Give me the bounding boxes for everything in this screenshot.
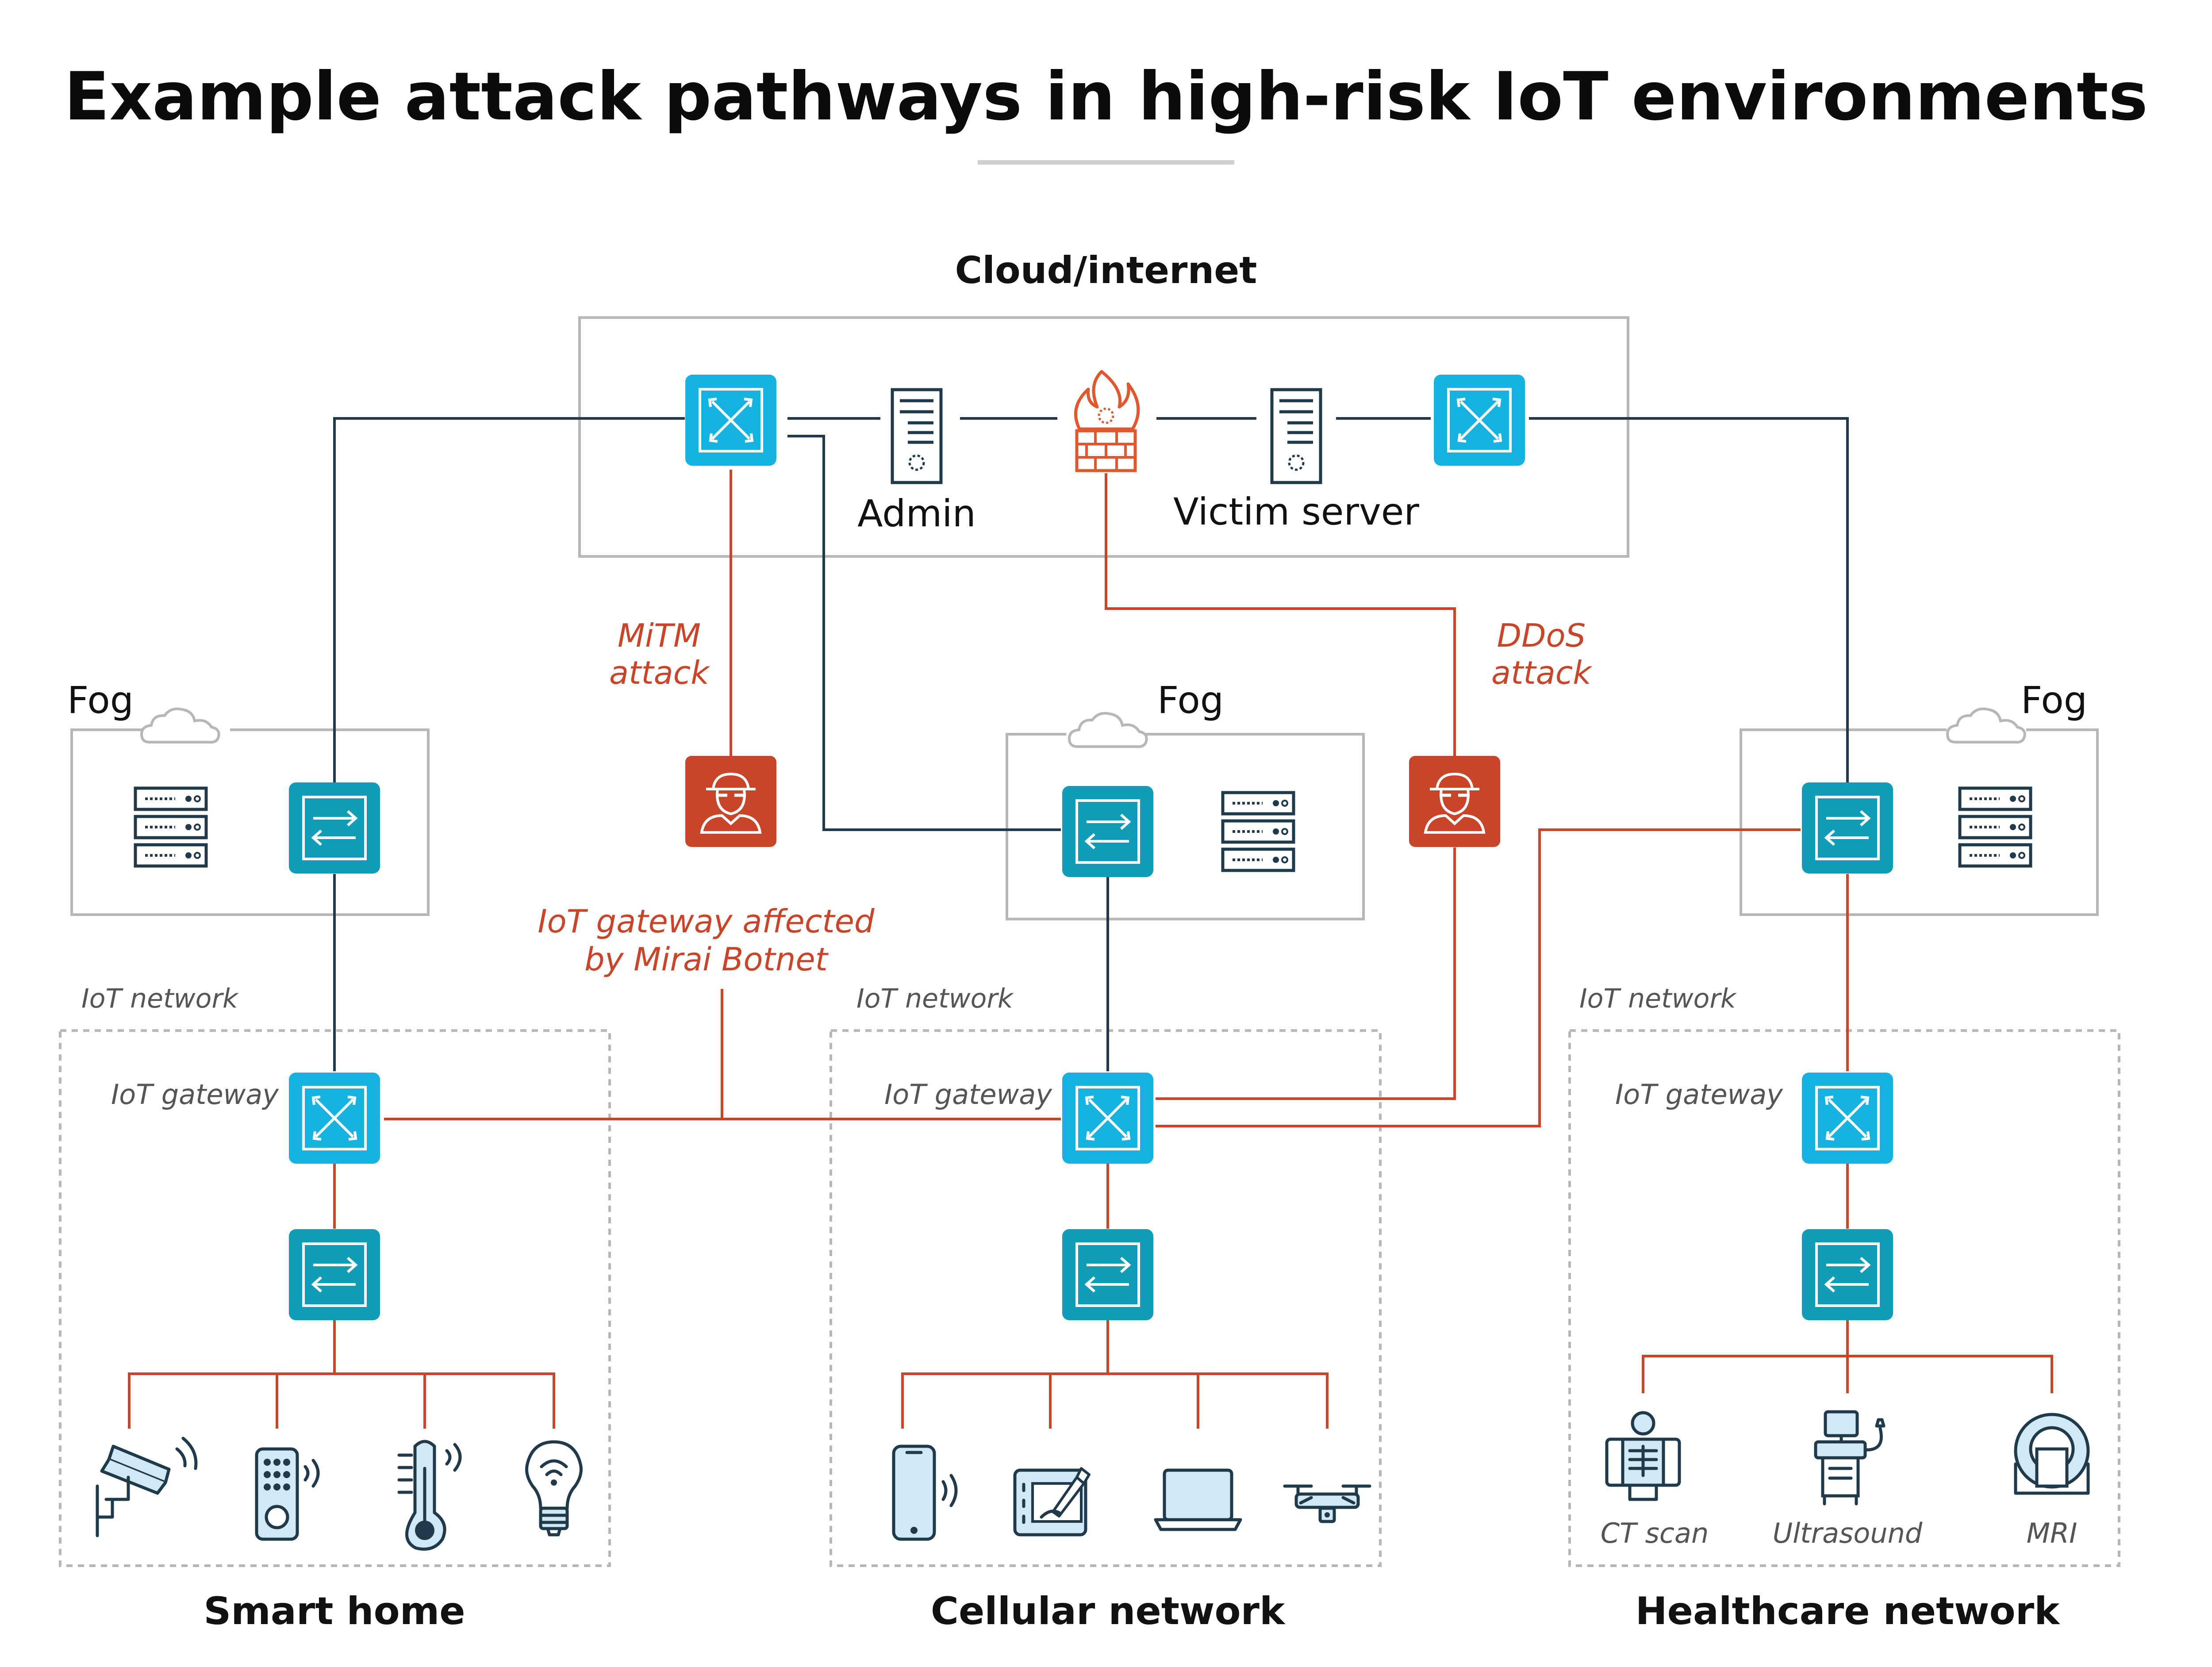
branch-healthcare (1642, 1320, 2053, 1393)
cloud-heading: Cloud/internet (955, 249, 1257, 292)
router-icon[interactable] (685, 375, 776, 466)
network-label-healthcare: Healthcare network (1636, 1589, 2060, 1633)
router-icon[interactable] (1434, 375, 1525, 466)
iot-network-label: IoT network (1579, 983, 1737, 1014)
smart-bulb-icon[interactable] (525, 1440, 583, 1537)
iot-network-box-healthcare (1568, 1029, 2120, 1567)
rack-server-icon (1960, 788, 2031, 866)
laptop-icon[interactable] (1154, 1468, 1242, 1531)
fog-label-right: Fog (2021, 678, 2087, 722)
ct-scan-icon[interactable] (1605, 1411, 1681, 1501)
iot-network-label: IoT network (81, 983, 239, 1014)
cloud-box (578, 316, 1629, 558)
fog-label-left: Fog (67, 678, 134, 722)
firewall-icon[interactable] (1074, 370, 1140, 472)
drone-icon[interactable] (1283, 1484, 1371, 1523)
mri-icon[interactable] (2014, 1413, 2090, 1495)
link-cloud-to-fog-left (333, 417, 685, 783)
tablet-icon[interactable] (1013, 1467, 1091, 1537)
fog-box-middle (1006, 733, 1365, 920)
branch-smart-home (128, 1320, 555, 1429)
branch-cellular (901, 1320, 1329, 1429)
device-label-mri: MRI (2027, 1517, 2078, 1549)
fog-box-right (1740, 728, 2099, 916)
switch-icon[interactable] (1062, 786, 1153, 877)
switch-icon[interactable] (1802, 1229, 1893, 1320)
server-tower-icon[interactable] (1272, 390, 1321, 483)
remote-control-icon[interactable] (255, 1447, 320, 1541)
switch-icon[interactable] (289, 782, 380, 874)
switch-icon[interactable] (1802, 782, 1893, 874)
iot-gateway-label: IoT gateway (1615, 1078, 1783, 1111)
hacker-icon[interactable] (685, 756, 776, 847)
ddos-label-line1: DDoS (1497, 617, 1586, 654)
page-title: Example attack pathways in high-risk IoT… (64, 58, 2148, 135)
iot-gateway-label: IoT gateway (111, 1078, 279, 1111)
link-cellular-to-fog-right (1156, 828, 1801, 1127)
victim-server-label: Victim server (1173, 490, 1419, 533)
fog-box-left (70, 728, 430, 916)
switch-icon[interactable] (289, 1229, 380, 1320)
ddos-label-line2: attack (1491, 654, 1593, 691)
iot-network-box-cellular (830, 1029, 1382, 1567)
fog-label-middle: Fog (1157, 678, 1224, 722)
security-camera-icon[interactable] (96, 1437, 198, 1537)
rack-server-icon (1223, 793, 1294, 870)
title-underline (978, 160, 1234, 165)
router-icon[interactable] (289, 1073, 380, 1164)
iot-network-label: IoT network (856, 983, 1014, 1014)
router-icon[interactable] (1802, 1073, 1893, 1164)
admin-label: Admin (857, 492, 976, 535)
mirai-label-line2: by Mirai Botnet (584, 941, 829, 978)
mitm-label-line2: attack (609, 654, 710, 691)
switch-icon[interactable] (1062, 1229, 1153, 1320)
mirai-label-line1: IoT gateway affected (538, 903, 875, 940)
network-label-cellular: Cellular network (931, 1589, 1286, 1633)
hacker-icon[interactable] (1409, 756, 1500, 847)
rack-server-icon (135, 788, 206, 866)
iot-network-box-smart-home (59, 1029, 611, 1567)
router-icon[interactable] (1062, 1073, 1153, 1164)
phone-icon[interactable] (892, 1445, 958, 1541)
device-label-ultrasound: Ultrasound (1773, 1517, 1923, 1549)
ddos-path-top (1105, 473, 1456, 757)
ultrasound-icon[interactable] (1814, 1410, 1886, 1506)
network-label-smart-home: Smart home (204, 1589, 465, 1633)
link-cloud-to-fog-right (1529, 417, 1849, 783)
iot-gateway-label: IoT gateway (884, 1078, 1052, 1111)
ddos-path-bottom (1156, 847, 1456, 1100)
device-label-ct-scan: CT scan (1601, 1517, 1709, 1549)
server-tower-icon[interactable] (892, 390, 941, 483)
thermometer-icon[interactable] (397, 1440, 462, 1551)
mitm-label-line1: MiTM (618, 617, 701, 654)
link-cloud-to-fog-middle (787, 435, 1061, 831)
